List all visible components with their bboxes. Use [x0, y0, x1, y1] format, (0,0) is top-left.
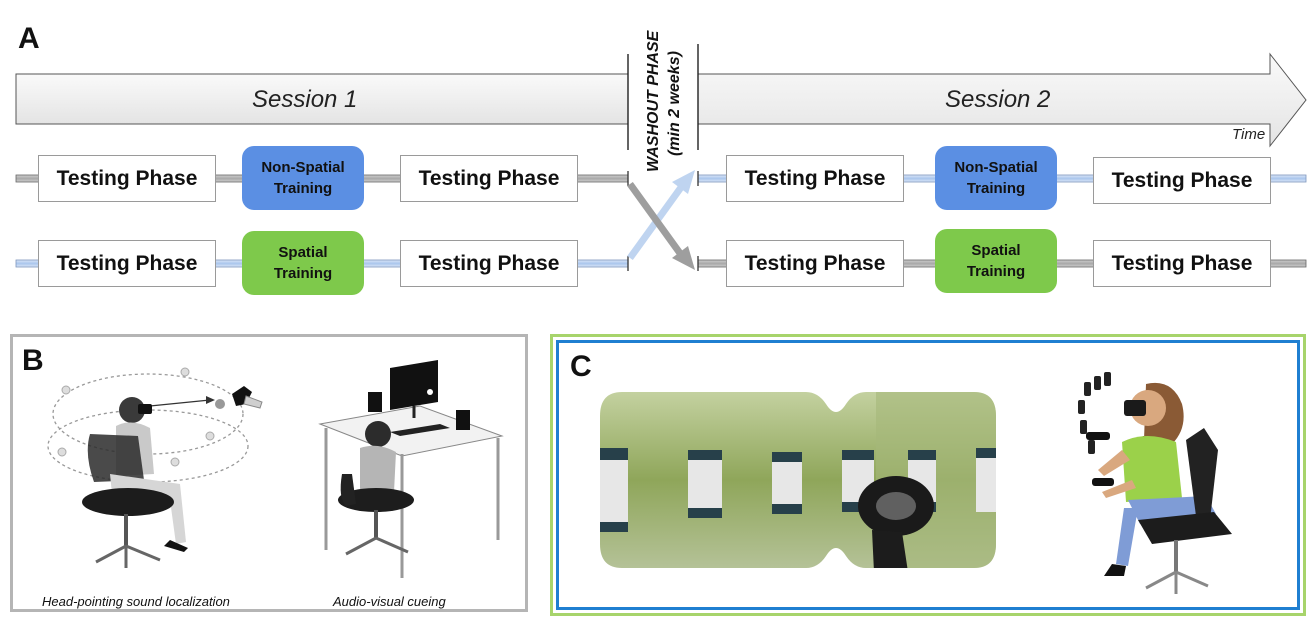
- row2-s1-spatial-training: Spatial Training: [242, 231, 364, 295]
- washout-line2: (min 2 weeks): [666, 51, 683, 156]
- sound-localization-scene: [47, 367, 263, 568]
- row2-s1-testing-phase-2: Testing Phase: [400, 240, 578, 287]
- controller-icon: [232, 386, 263, 409]
- row2-s2-spatial-training: Spatial Training: [935, 229, 1057, 293]
- session2-label: Session 2: [945, 86, 1051, 113]
- row2-s1-testing-phase-1: Testing Phase: [38, 240, 216, 287]
- panel-c-illustrations: [600, 372, 1232, 594]
- speaker-icon: [368, 392, 382, 412]
- time-label: Time: [1232, 126, 1266, 143]
- vr-view: [600, 392, 996, 568]
- session1-label: Session 1: [252, 86, 358, 113]
- row1-s1-testing-phase-2: Testing Phase: [400, 155, 578, 202]
- cross-arrow-blue: [627, 170, 695, 261]
- audio-visual-scene: [318, 360, 504, 578]
- woman-figure: [82, 397, 188, 568]
- monitor-icon: [390, 360, 438, 418]
- speaker-dot: [57, 447, 67, 457]
- cross-arrow-grey: [627, 181, 695, 270]
- caption-audio-visual-cueing: Audio-visual cueing: [333, 594, 446, 609]
- row1-s1-testing-phase-1: Testing Phase: [38, 155, 216, 202]
- vr-cylinders: [600, 448, 996, 532]
- washout-line1: WASHOUT PHASE: [645, 30, 662, 172]
- session2-arrow: [697, 52, 1307, 148]
- speaker-dot: [205, 431, 215, 441]
- vr-user-figure: [1078, 372, 1232, 594]
- row1-s1-non-spatial-training: Non-Spatial Training: [242, 146, 364, 210]
- speaker-dot: [215, 399, 225, 409]
- speaker-dot: [170, 457, 180, 467]
- row2-s2-testing-phase-1: Testing Phase: [726, 240, 904, 287]
- speaker-dot: [61, 385, 71, 395]
- row1-s2-non-spatial-training: Non-Spatial Training: [935, 146, 1057, 210]
- panel-c-outer-frame: [550, 334, 1306, 616]
- panel-b-illustrations: [47, 360, 504, 578]
- seated-figure: [338, 421, 414, 556]
- panel-b-letter: B: [22, 344, 44, 377]
- panel-a-letter: A: [18, 22, 40, 55]
- row1-s2-testing-phase-2: Testing Phase: [1093, 157, 1271, 204]
- vr-controller-icon: [858, 476, 934, 568]
- panel-c-letter: C: [570, 350, 592, 383]
- speaker-dot: [180, 367, 190, 377]
- row2-s2-testing-phase-2: Testing Phase: [1093, 240, 1271, 287]
- speaker-icon: [456, 410, 470, 430]
- row1-s2-testing-phase-1: Testing Phase: [726, 155, 904, 202]
- caption-sound-localization: Head-pointing sound localization: [42, 594, 230, 609]
- panel-c-inner-frame: [556, 340, 1300, 610]
